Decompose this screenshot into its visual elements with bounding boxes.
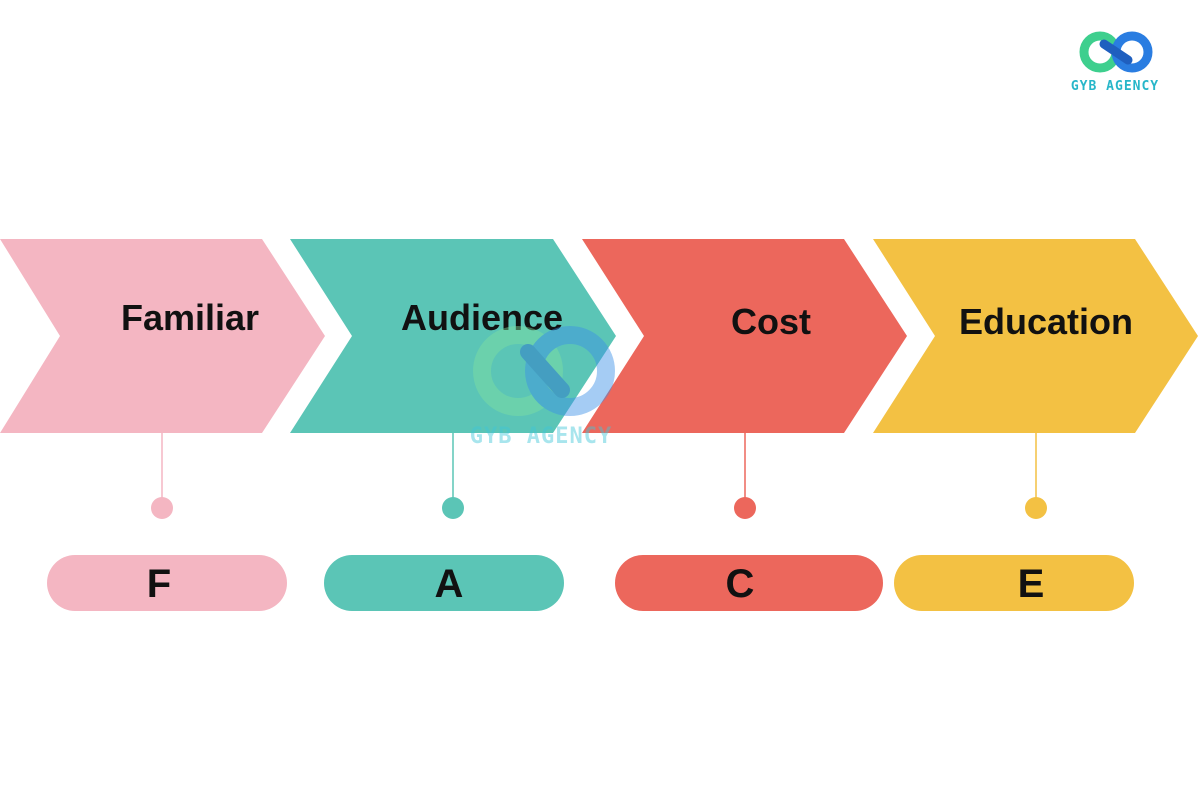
pill-letter: A xyxy=(435,562,464,606)
connector-dot xyxy=(442,497,464,519)
connector-c xyxy=(734,433,756,519)
connector-dot xyxy=(1025,497,1047,519)
chevron-label: Audience xyxy=(401,297,563,338)
connector-f xyxy=(151,433,173,519)
chevron-shape xyxy=(873,239,1198,433)
chevron-education: Education xyxy=(873,239,1198,433)
chevron-shape xyxy=(0,239,325,433)
pill-shape xyxy=(615,555,883,611)
chevron-cost: Cost xyxy=(582,239,907,433)
pill-e: E xyxy=(894,555,1134,611)
pill-shape xyxy=(894,555,1134,611)
chevron-row: Familiar Audience Cost Education xyxy=(0,239,1198,433)
pill-shape xyxy=(47,555,287,611)
chevron-label: Education xyxy=(959,301,1133,342)
connector-dot xyxy=(151,497,173,519)
pill-letter: E xyxy=(1018,562,1045,606)
chevron-label: Familiar xyxy=(121,297,259,338)
pill-c: C xyxy=(615,555,883,611)
brand-name: GYB AGENCY xyxy=(1071,79,1159,94)
connector-e xyxy=(1025,433,1047,519)
pill-letter: C xyxy=(726,562,755,606)
watermark-text: GYB AGENCY xyxy=(470,424,612,449)
chevron-label: Cost xyxy=(731,301,811,342)
pill-letter: F xyxy=(147,562,171,606)
chevron-shape xyxy=(582,239,907,433)
watermark: GYB AGENCY xyxy=(470,326,615,449)
pill-f: F xyxy=(47,555,287,611)
chevron-familiar: Familiar xyxy=(0,239,325,433)
connector-a xyxy=(442,433,464,519)
chevron-audience: Audience xyxy=(290,239,616,433)
brand-logo: GYB AGENCY xyxy=(1071,31,1159,94)
pill-shape xyxy=(324,555,564,611)
chevron-shape xyxy=(290,239,616,433)
pill-a: A xyxy=(324,555,564,611)
infinity-logo-icon xyxy=(1079,31,1153,73)
connector-dot xyxy=(734,497,756,519)
watermark-logo-icon xyxy=(473,326,615,416)
